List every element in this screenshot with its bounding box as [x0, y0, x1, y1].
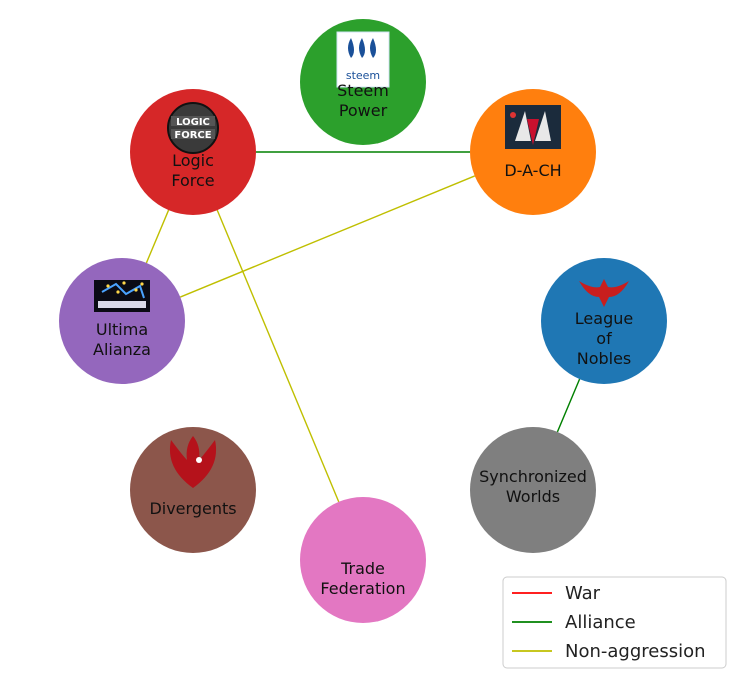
legend-label-non-aggression: Non-aggression — [565, 641, 706, 662]
phoenix-emblem-icon — [169, 436, 217, 488]
node-label-ultima: Ultima — [96, 320, 148, 339]
legend: War Alliance Non-aggression — [502, 576, 727, 669]
logic-force-logo-icon: LOGIC FORCE — [167, 102, 219, 154]
node-divergents: Divergents — [130, 427, 256, 553]
node-label-steem: Power — [339, 101, 388, 120]
dach-emblem-icon — [505, 105, 561, 149]
node-label-divergents: Divergents — [149, 499, 236, 518]
edge-logic-ultima — [145, 209, 170, 264]
legend-item-war: War — [512, 583, 601, 604]
node-label-steem: Steem — [337, 81, 389, 100]
legend-label-alliance: Alliance — [565, 612, 636, 633]
node-circle-ultima — [59, 258, 185, 384]
node-label-dach: D-A-CH — [504, 161, 561, 180]
svg-text:FORCE: FORCE — [174, 130, 211, 141]
eagle-crest-icon — [579, 279, 629, 307]
svg-text:steem: steem — [346, 69, 380, 82]
legend-item-alliance: Alliance — [512, 612, 636, 633]
legend-label-war: War — [565, 583, 601, 604]
edge-league-sync — [556, 378, 581, 433]
node-circle-league — [541, 258, 667, 384]
edge-dach-ultima — [180, 175, 475, 298]
node-label-league: Nobles — [577, 349, 632, 368]
edges-layer — [145, 151, 581, 503]
node-dach: D-A-CH — [470, 89, 596, 215]
node-circle-dach — [470, 89, 596, 215]
node-label-logic: Force — [171, 171, 214, 190]
legend-box — [502, 576, 727, 669]
node-label-sync: Synchronized — [479, 467, 587, 486]
svg-text:LOGIC: LOGIC — [176, 117, 210, 128]
node-label-trade: Trade — [340, 559, 385, 578]
node-label-league: League — [575, 309, 633, 328]
node-label-league: of — [596, 329, 612, 348]
node-label-sync: Worlds — [506, 487, 560, 506]
node-circle-trade — [300, 497, 426, 623]
node-label-trade: Federation — [320, 579, 405, 598]
steem-logo-icon: steem — [336, 31, 390, 88]
node-label-ultima: Alianza — [93, 340, 151, 359]
edge-logic-trade — [216, 209, 340, 503]
node-label-logic: Logic — [172, 151, 214, 170]
ultima-alianza-banner-icon — [94, 280, 150, 312]
node-circle-sync — [470, 427, 596, 553]
legend-item-non-aggression: Non-aggression — [512, 641, 706, 662]
node-circle-divergents — [130, 427, 256, 553]
